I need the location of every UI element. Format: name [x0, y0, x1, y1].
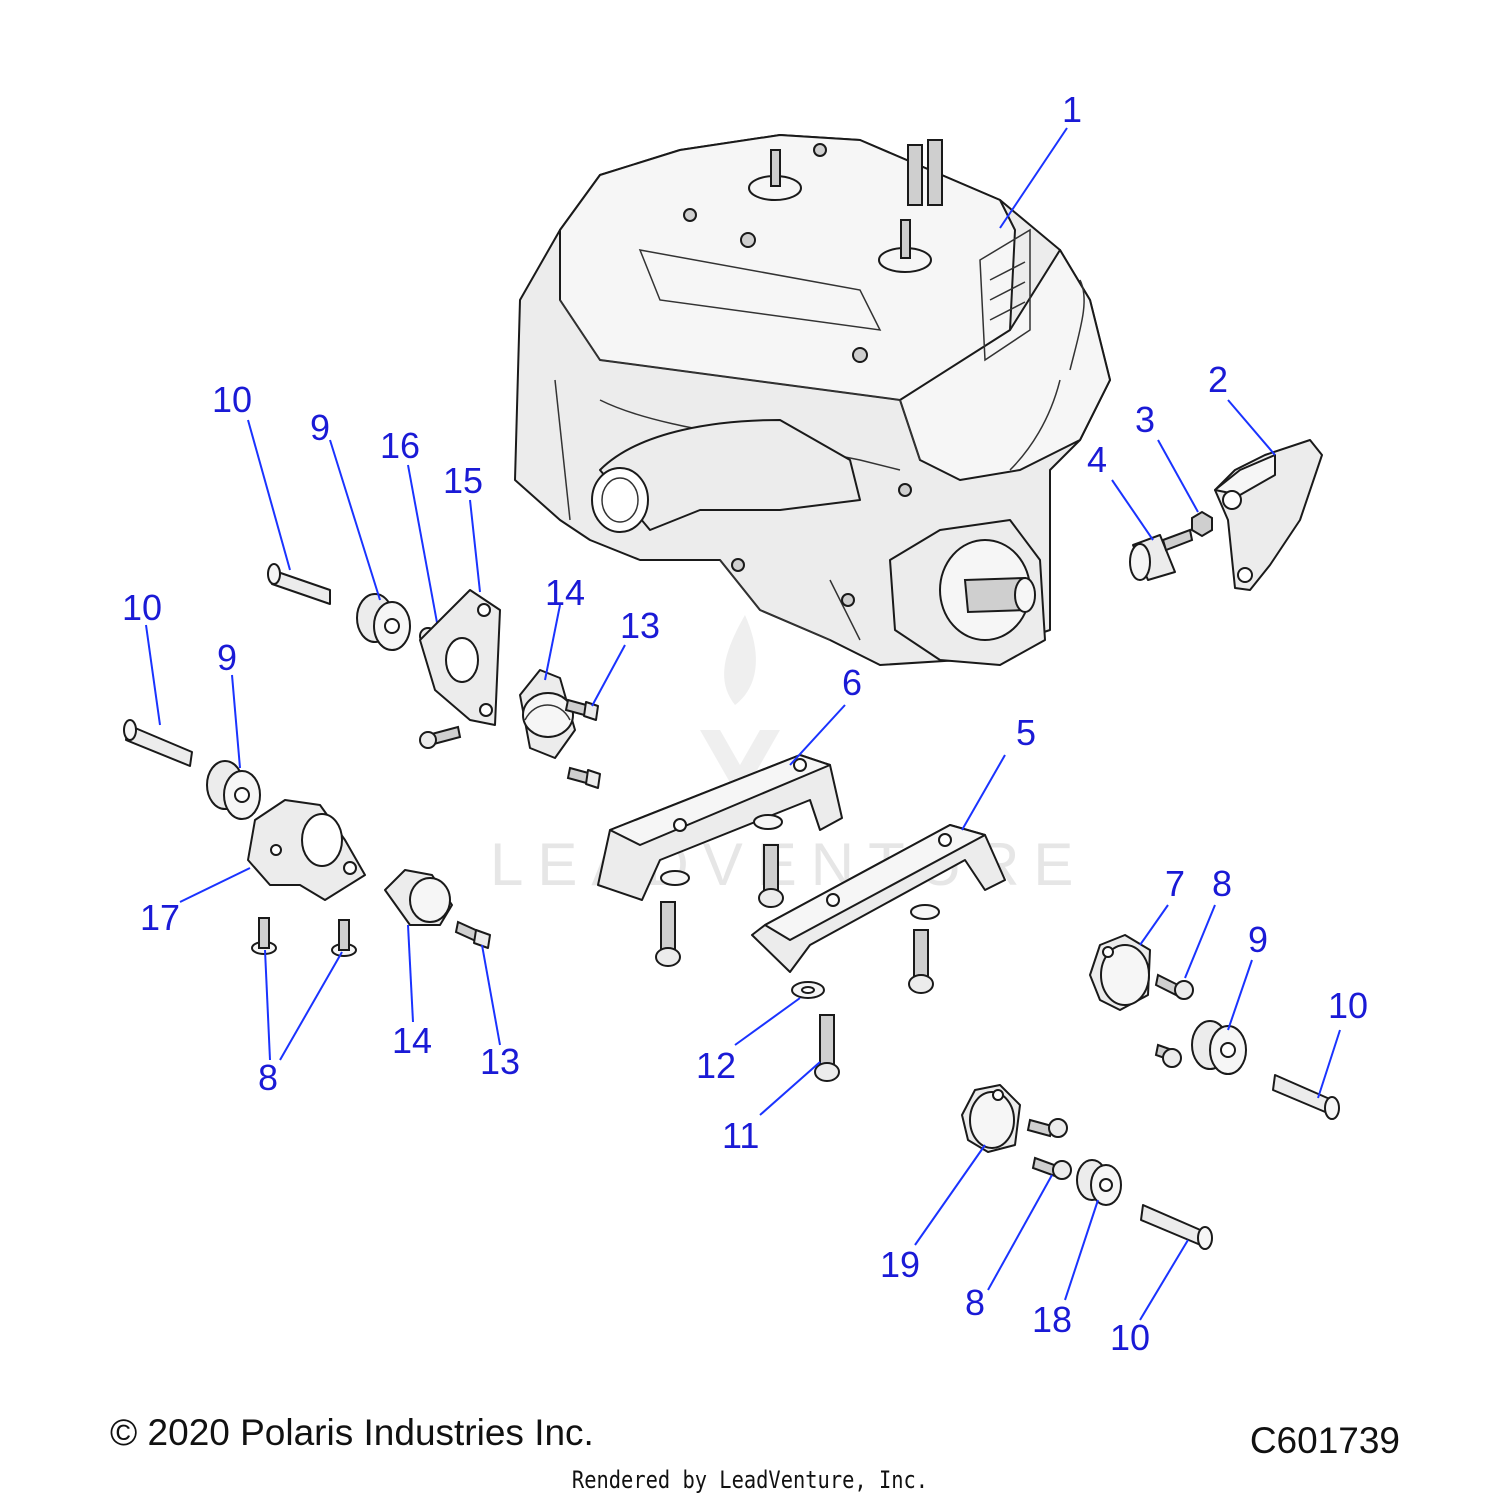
- part-19-mount[interactable]: [961, 1084, 1021, 1153]
- callout-10-right: 10: [1328, 985, 1368, 1026]
- callout-10-upper: 10: [212, 379, 252, 420]
- part-3-nut[interactable]: [1191, 510, 1213, 538]
- part-10-bolt-a[interactable]: [267, 563, 331, 605]
- callout-6: 6: [842, 662, 862, 703]
- part-13-bolt-a[interactable]: [564, 698, 601, 789]
- callout-8-left: 8: [258, 1057, 278, 1098]
- part-10-bolt-c[interactable]: [1272, 1074, 1340, 1120]
- callout-10-left: 10: [122, 587, 162, 628]
- callout-10-lower: 10: [1110, 1317, 1150, 1358]
- callout-18: 18: [1032, 1299, 1072, 1340]
- part-5-crossmember[interactable]: [751, 824, 1006, 973]
- part-13-bolt-b[interactable]: [454, 920, 491, 949]
- part-10-bolt-b[interactable]: [123, 719, 193, 767]
- callout-13-lower: 13: [480, 1041, 520, 1082]
- part-7-mount[interactable]: [1089, 934, 1151, 1011]
- part-9-bushing-b[interactable]: [206, 760, 261, 820]
- part-12-washer[interactable]: [791, 981, 825, 999]
- part-11-bolts[interactable]: [655, 844, 934, 1082]
- rendered-by-credit: Rendered by LeadVenture, Inc.: [571, 1466, 929, 1494]
- part-9-bushing-a[interactable]: [356, 593, 411, 651]
- part-8-screws-c[interactable]: [1026, 1118, 1072, 1180]
- callout-11: 11: [722, 1115, 759, 1156]
- callout-9-left: 9: [217, 637, 237, 678]
- callout-9-upper: 9: [310, 407, 330, 448]
- part-9-bushing-c[interactable]: [1191, 1020, 1247, 1075]
- part-4-bumper[interactable]: [1129, 528, 1194, 581]
- callout-9-right: 9: [1248, 919, 1268, 960]
- part-15-bracket[interactable]: [419, 589, 501, 749]
- callout-13-upper: 13: [620, 605, 660, 646]
- part-18-bushing[interactable]: [1076, 1159, 1122, 1206]
- callout-5: 5: [1016, 712, 1036, 753]
- callout-8-lower: 8: [965, 1282, 985, 1323]
- callout-1: 1: [1062, 89, 1082, 130]
- callout-4: 4: [1087, 439, 1107, 480]
- part-8-screws-a[interactable]: [251, 917, 357, 957]
- callout-7: 7: [1165, 863, 1185, 904]
- callouts: 1 2 3 4 5 6 7 8 8 8 9 9 9 10 10 10 10 11…: [122, 89, 1368, 1358]
- callout-8-right: 8: [1212, 863, 1232, 904]
- callout-3: 3: [1135, 399, 1155, 440]
- callout-16: 16: [380, 425, 420, 466]
- callout-12: 12: [696, 1045, 736, 1086]
- callout-15: 15: [443, 460, 483, 501]
- part-10-bolt-d[interactable]: [1140, 1204, 1213, 1250]
- callout-14-lower: 14: [392, 1020, 432, 1061]
- part-8-screws-b[interactable]: [1154, 973, 1194, 1068]
- drawing-number: C601739: [1249, 1420, 1400, 1461]
- part-14-mount-b[interactable]: [384, 869, 453, 926]
- callout-2: 2: [1208, 359, 1228, 400]
- callout-14-upper: 14: [545, 572, 585, 613]
- part-14-mount-a[interactable]: [519, 669, 576, 759]
- engine-assembly[interactable]: [514, 134, 1111, 666]
- part-17-bracket[interactable]: [247, 799, 366, 901]
- part-2-bracket[interactable]: [1214, 439, 1323, 591]
- callout-19: 19: [880, 1244, 920, 1285]
- copyright-notice: © 2020 Polaris Industries Inc.: [110, 1412, 594, 1453]
- part-6-crossmember[interactable]: [597, 754, 843, 901]
- callout-17: 17: [140, 897, 180, 938]
